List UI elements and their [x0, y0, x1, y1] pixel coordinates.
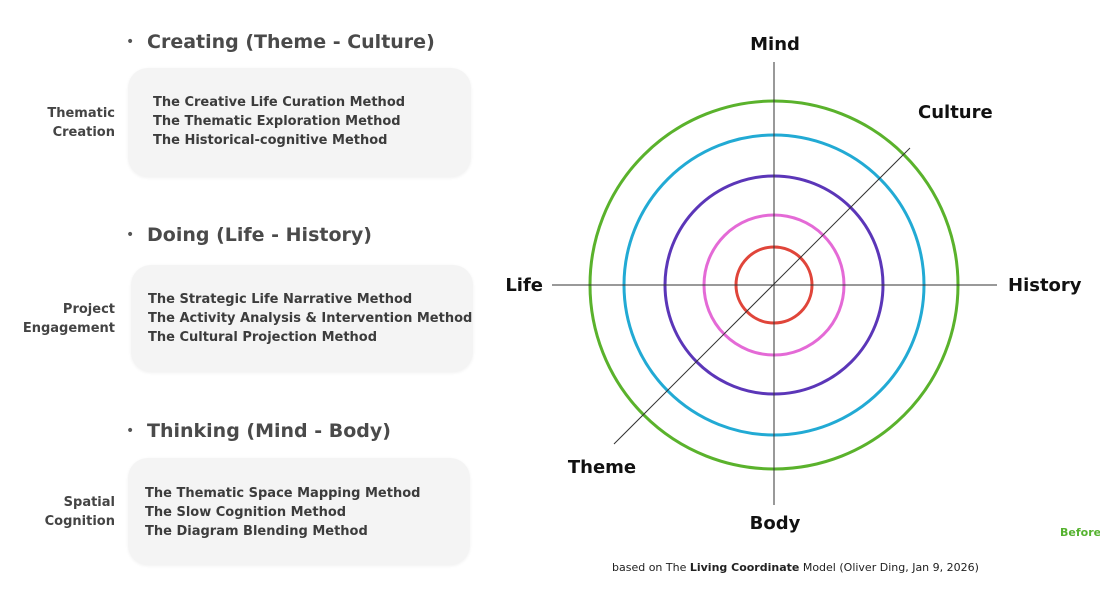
methods-card-thinking: The Thematic Space Mapping Method The Sl…	[128, 458, 470, 565]
axis-label-history: History	[1008, 275, 1082, 296]
heading-creating: Creating (Theme - Culture)	[147, 31, 435, 53]
living-coordinate-diagram: Mind Body Life History Culture Theme	[505, 34, 1082, 534]
method-item: The Diagram Blending Method	[145, 524, 368, 539]
caption: based on The Living Coordinate Model (Ol…	[612, 561, 979, 574]
diagonal-axis	[613, 147, 911, 445]
method-item: The Thematic Exploration Method	[153, 114, 401, 129]
section-heading-creating: • Creating (Theme - Culture)	[126, 31, 435, 53]
label-line: Engagement	[22, 321, 115, 336]
methods-card-creating: The Creative Life Curation Method The Th…	[128, 68, 471, 177]
label-line: Cognition	[44, 514, 115, 529]
label-thematic-creation: Thematic Creation	[0, 104, 115, 142]
method-item: The Creative Life Curation Method	[153, 95, 406, 110]
axis-label-life: Life	[505, 275, 543, 296]
bullet: •	[126, 227, 135, 243]
method-item: The Activity Analysis & Intervention Met…	[148, 311, 473, 326]
method-item: The Cultural Projection Method	[148, 330, 378, 345]
axis-label-body: Body	[750, 513, 801, 534]
caption-model-name: Living Coordinate	[689, 561, 800, 574]
section-heading-doing: • Doing (Life - History)	[126, 224, 372, 246]
section-heading-thinking: • Thinking (Mind - Body)	[126, 420, 391, 442]
bullet: •	[126, 423, 135, 439]
label-spatial-cognition: Spatial Cognition	[0, 493, 115, 531]
label-line: Thematic	[47, 106, 115, 121]
label-project-engagement: Project Engagement	[0, 300, 115, 338]
method-item: The Strategic Life Narrative Method	[148, 292, 413, 307]
label-line: Spatial	[63, 495, 115, 510]
caption-prefix: based on The	[612, 561, 690, 574]
heading-doing: Doing (Life - History)	[147, 224, 372, 246]
method-item: The Thematic Space Mapping Method	[145, 486, 421, 501]
bullet: •	[126, 34, 135, 50]
caption-suffix: Model (Oliver Ding, Jan 9, 2026)	[799, 561, 979, 574]
label-line: Creation	[52, 125, 115, 140]
method-item: The Slow Cognition Method	[145, 505, 347, 520]
methods-card-doing: The Strategic Life Narrative Method The …	[131, 265, 473, 372]
heading-thinking: Thinking (Mind - Body)	[147, 420, 391, 442]
label-line: Project	[62, 302, 115, 317]
axis-label-theme: Theme	[568, 457, 636, 478]
before-tag: Before	[1060, 526, 1100, 539]
axis-label-mind: Mind	[750, 34, 800, 55]
method-item: The Historical-cognitive Method	[153, 133, 388, 148]
axis-label-culture: Culture	[918, 102, 993, 123]
